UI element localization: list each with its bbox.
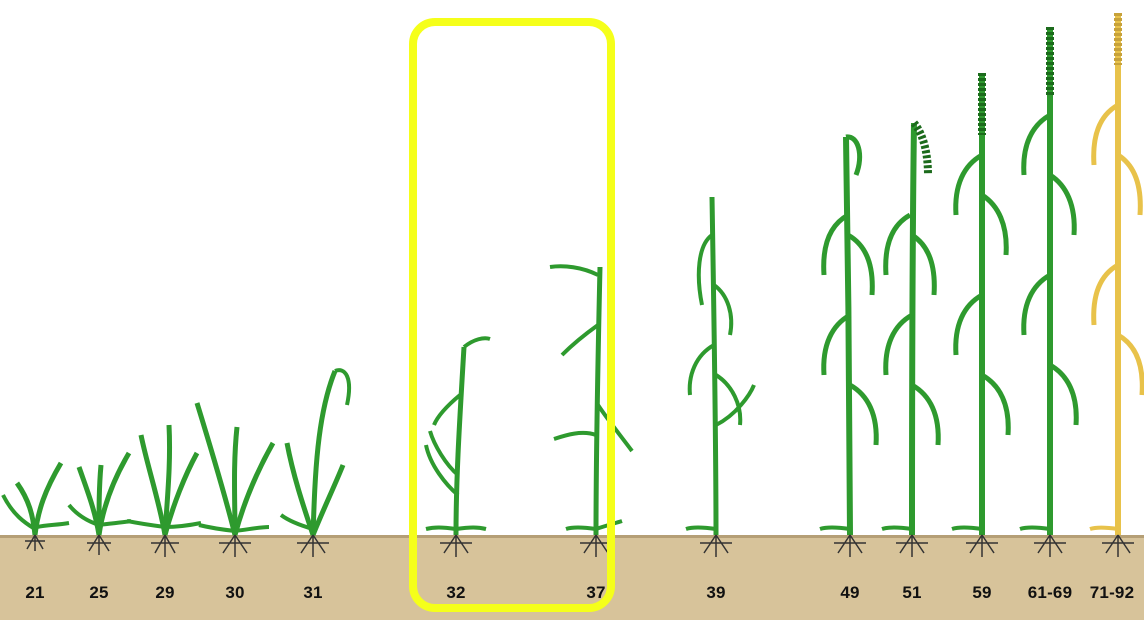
stage-label: 21 xyxy=(25,583,45,602)
stage-label: 37 xyxy=(586,583,606,602)
stage-label: 31 xyxy=(303,583,323,602)
plant-stage-61-69 xyxy=(1019,27,1079,557)
soil-surface-line xyxy=(0,535,1144,538)
plant-stage-29 xyxy=(126,424,202,557)
plant-stage-59 xyxy=(951,73,1011,557)
stage-label: 51 xyxy=(902,583,922,602)
plant-stage-32 xyxy=(424,336,491,557)
stage-label: 49 xyxy=(840,583,860,602)
plant-stage-51 xyxy=(881,120,941,557)
stage-label: 39 xyxy=(706,583,726,602)
plant-stage-49 xyxy=(819,134,879,557)
plant-stage-39 xyxy=(685,196,756,557)
stage-label: 29 xyxy=(155,583,175,602)
stage-label: 25 xyxy=(89,583,109,602)
stage-label: 61-69 xyxy=(1027,583,1073,602)
stage-label: 32 xyxy=(446,583,466,602)
stage-label: 30 xyxy=(225,583,245,602)
highlight-box xyxy=(409,18,615,612)
plant-stage-21 xyxy=(1,461,70,551)
plant-stage-25 xyxy=(67,451,132,555)
plant-stage-71-92 xyxy=(1089,13,1144,557)
stage-label: 71-92 xyxy=(1089,583,1135,602)
stage-label: 59 xyxy=(972,583,992,602)
plant-stage-31 xyxy=(279,368,352,557)
plant-stage-30 xyxy=(194,402,276,557)
